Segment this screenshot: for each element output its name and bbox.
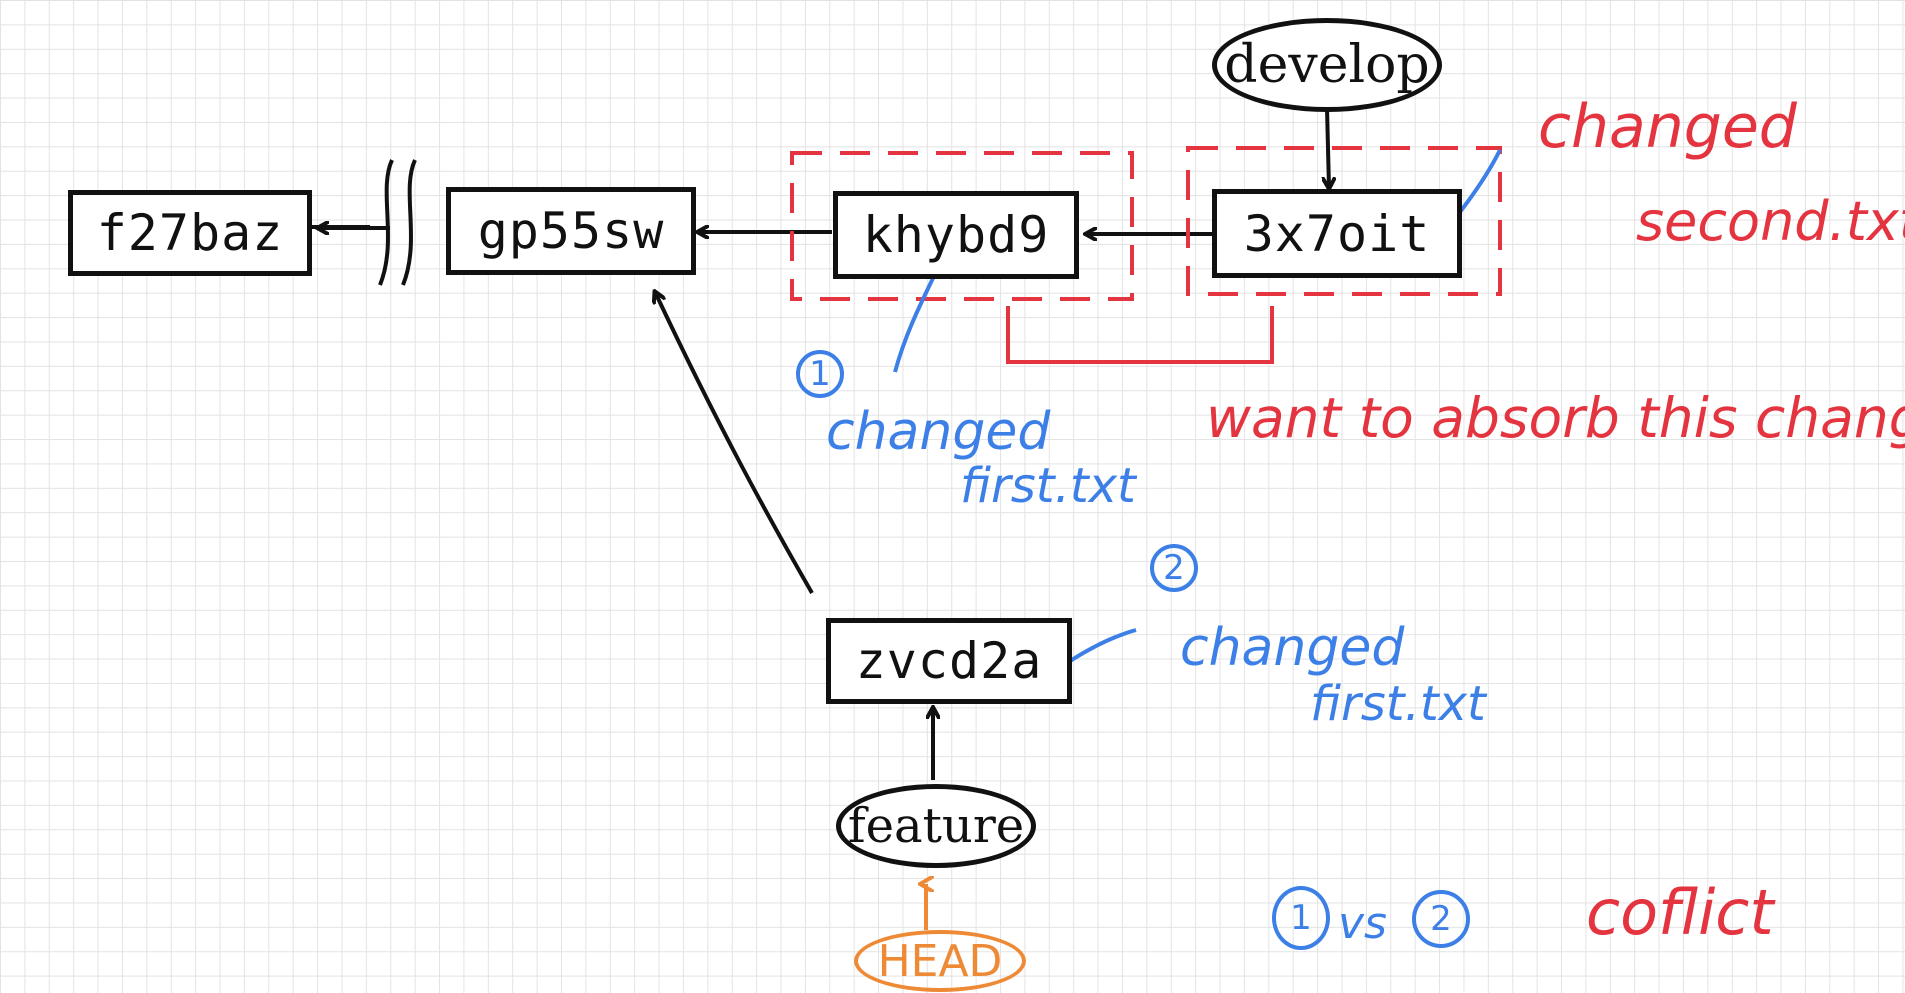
commit-gp55sw: gp55sw <box>446 187 696 275</box>
commit-f27baz: f27baz <box>68 190 312 276</box>
arrow-develop-to-3x7oit <box>1327 107 1329 188</box>
badge-1-top: 1 <box>796 350 844 398</box>
bracket-absorb <box>1006 306 1274 364</box>
note-changed-second-line2: second.txt <box>1636 190 1905 253</box>
note-conflict: coflict <box>1586 876 1774 949</box>
note-changed-first-1-line1: changed <box>826 402 1051 462</box>
commit-khybd9: khybd9 <box>833 191 1079 279</box>
note-changed-second-line1: changed <box>1538 92 1797 162</box>
pointer-first-1 <box>893 273 937 373</box>
commit-zvcd2a: zvcd2a <box>826 618 1072 704</box>
note-changed-first-2-line1: changed <box>1180 618 1405 678</box>
dashed-group-3x7oit <box>1186 146 1502 296</box>
branch-develop: develop <box>1212 18 1442 112</box>
badge-2-bottom: 2 <box>1412 890 1470 948</box>
arrow-zvcd2a-to-gp55sw <box>655 292 814 594</box>
badge-2-mid: 2 <box>1150 544 1198 592</box>
badge-1-bottom: 1 <box>1272 886 1330 950</box>
break-mark-left <box>378 159 394 286</box>
note-changed-first-2-line2: first.txt <box>1310 676 1486 732</box>
note-vs: vs <box>1338 898 1387 949</box>
note-absorb: want to absorb this changes <box>1206 386 1905 450</box>
break-mark-right <box>401 159 417 286</box>
head-pointer: HEAD <box>854 930 1026 992</box>
note-changed-first-1-line2: first.txt <box>960 458 1136 514</box>
branch-feature: feature <box>836 784 1036 868</box>
commit-3x7oit: 3x7oit <box>1212 189 1462 278</box>
dashed-group-khybd9 <box>790 151 1134 301</box>
